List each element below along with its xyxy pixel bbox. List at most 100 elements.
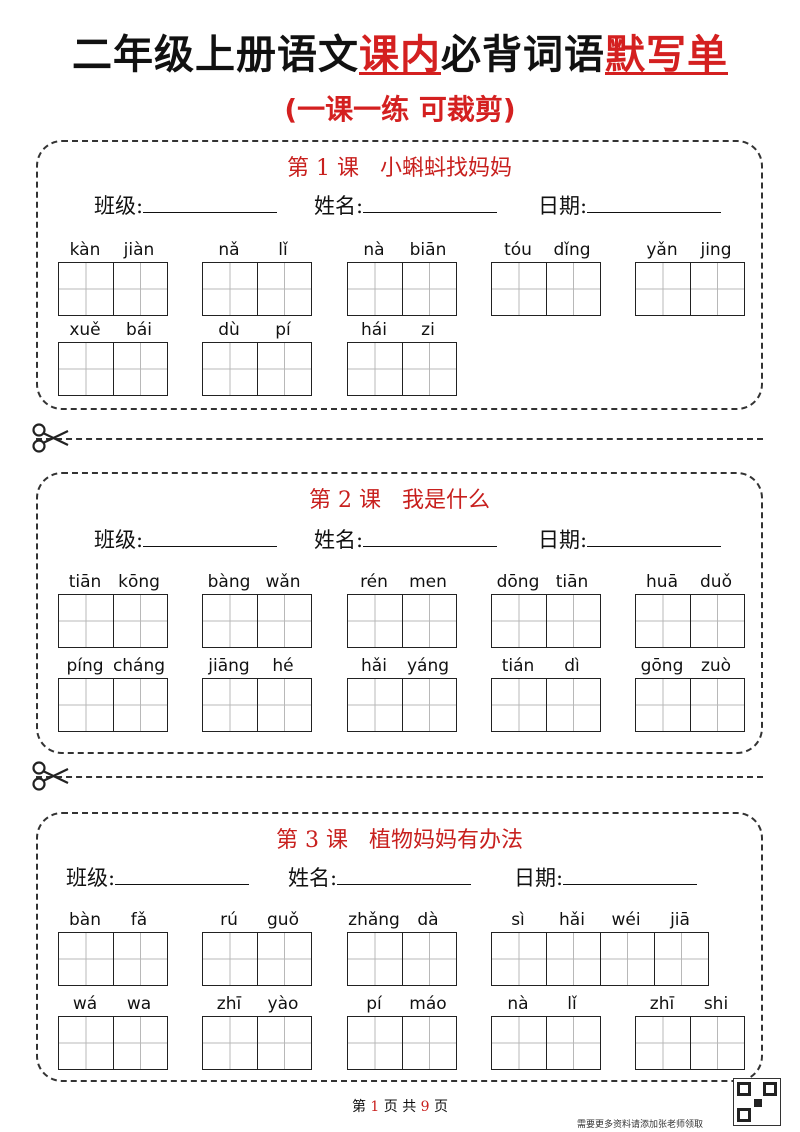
tianzige-box[interactable] — [257, 679, 311, 731]
pinyin-syllable: rú — [220, 910, 238, 930]
tianzige-box[interactable] — [402, 679, 456, 731]
pinyin-syllable: huā — [646, 572, 678, 592]
pinyin-syllable: nǎ — [218, 240, 240, 260]
tianzige-box[interactable] — [203, 1017, 257, 1069]
name-blank-line[interactable] — [363, 526, 498, 547]
pinyin-syllable: jiāng — [208, 656, 250, 676]
tianzige-box[interactable] — [492, 933, 546, 985]
writing-grid — [491, 594, 601, 648]
tianzige-box[interactable] — [492, 679, 546, 731]
tianzige-box[interactable] — [59, 933, 113, 985]
tianzige-box[interactable] — [492, 595, 546, 647]
page-subtitle: (一课一练 可裁剪) — [284, 93, 516, 126]
tianzige-box[interactable] — [402, 343, 456, 395]
writing-grid — [202, 678, 312, 732]
date-blank-line[interactable] — [563, 864, 698, 885]
tianzige-box[interactable] — [348, 343, 402, 395]
writing-grid — [58, 932, 168, 986]
tianzige-box[interactable] — [636, 679, 690, 731]
class-blank-line[interactable] — [143, 192, 278, 213]
tianzige-box[interactable] — [59, 343, 113, 395]
pinyin-syllable: wa — [126, 994, 152, 1014]
class-field[interactable]: 班级: — [94, 190, 278, 220]
class-field[interactable]: 班级: — [66, 862, 250, 892]
tianzige-box[interactable] — [636, 1017, 690, 1069]
date-field[interactable]: 日期: — [538, 524, 722, 554]
writing-grid — [491, 932, 709, 986]
tianzige-box[interactable] — [257, 595, 311, 647]
pinyin-syllable: pí — [366, 994, 382, 1014]
tianzige-box[interactable] — [600, 933, 654, 985]
name-field[interactable]: 姓名: — [314, 524, 498, 554]
tianzige-box[interactable] — [546, 263, 600, 315]
footer-middle: 页 共 — [383, 1099, 417, 1115]
class-blank-line[interactable] — [143, 526, 278, 547]
tianzige-box[interactable] — [113, 933, 167, 985]
tianzige-box[interactable] — [546, 679, 600, 731]
tianzige-box[interactable] — [59, 263, 113, 315]
tianzige-box[interactable] — [690, 595, 744, 647]
tianzige-box[interactable] — [113, 595, 167, 647]
scissors-icon — [32, 423, 69, 453]
title-part-2: 课内 — [359, 32, 441, 78]
tianzige-box[interactable] — [546, 595, 600, 647]
tianzige-box[interactable] — [113, 679, 167, 731]
tianzige-box[interactable] — [257, 933, 311, 985]
name-blank-line[interactable] — [363, 192, 498, 213]
tianzige-box[interactable] — [690, 263, 744, 315]
tianzige-box[interactable] — [59, 1017, 113, 1069]
date-blank-line[interactable] — [587, 526, 722, 547]
pinyin-syllable: zhī — [649, 994, 675, 1014]
tianzige-box[interactable] — [348, 263, 402, 315]
tianzige-box[interactable] — [203, 933, 257, 985]
tianzige-box[interactable] — [113, 1017, 167, 1069]
name-blank-line[interactable] — [337, 864, 472, 885]
tianzige-box[interactable] — [492, 1017, 546, 1069]
tianzige-box[interactable] — [402, 595, 456, 647]
tianzige-box[interactable] — [348, 679, 402, 731]
tianzige-box[interactable] — [203, 679, 257, 731]
date-blank-line[interactable] — [587, 192, 722, 213]
tianzige-box[interactable] — [546, 1017, 600, 1069]
tianzige-box[interactable] — [203, 263, 257, 315]
tianzige-box[interactable] — [348, 933, 402, 985]
tianzige-box[interactable] — [492, 263, 546, 315]
tianzige-box[interactable] — [402, 1017, 456, 1069]
date-field[interactable]: 日期: — [514, 862, 698, 892]
tianzige-box[interactable] — [113, 343, 167, 395]
tianzige-box[interactable] — [257, 263, 311, 315]
pinyin-syllable: men — [409, 572, 447, 592]
writing-grid — [347, 1016, 457, 1070]
name-field[interactable]: 姓名: — [314, 190, 498, 220]
tianzige-box[interactable] — [59, 595, 113, 647]
tianzige-box[interactable] — [636, 595, 690, 647]
tianzige-box[interactable] — [203, 595, 257, 647]
footer-total-pages: 9 — [420, 1099, 430, 1115]
footer-prefix: 第 — [351, 1099, 366, 1115]
tianzige-box[interactable] — [59, 679, 113, 731]
date-field[interactable]: 日期: — [538, 190, 722, 220]
tianzige-box[interactable] — [113, 263, 167, 315]
tianzige-box[interactable] — [654, 933, 708, 985]
name-field[interactable]: 姓名: — [288, 862, 472, 892]
tianzige-box[interactable] — [690, 1017, 744, 1069]
tianzige-box[interactable] — [546, 933, 600, 985]
class-blank-line[interactable] — [115, 864, 250, 885]
tianzige-box[interactable] — [257, 1017, 311, 1069]
tianzige-box[interactable] — [257, 343, 311, 395]
tianzige-box[interactable] — [690, 679, 744, 731]
cut-line — [36, 438, 763, 440]
tianzige-box[interactable] — [402, 933, 456, 985]
tianzige-box[interactable] — [348, 1017, 402, 1069]
tianzige-box[interactable] — [402, 263, 456, 315]
writing-grid — [347, 932, 457, 986]
pinyin-syllable: tiān — [68, 572, 102, 592]
tianzige-box[interactable] — [203, 343, 257, 395]
class-field[interactable]: 班级: — [94, 524, 278, 554]
tianzige-box[interactable] — [348, 595, 402, 647]
tianzige-box[interactable] — [636, 263, 690, 315]
